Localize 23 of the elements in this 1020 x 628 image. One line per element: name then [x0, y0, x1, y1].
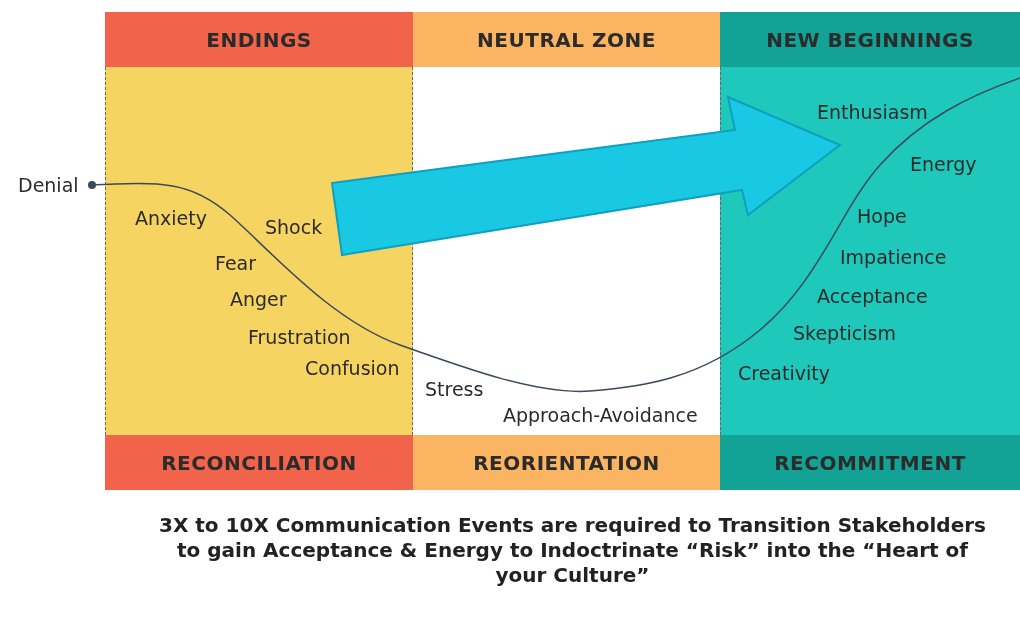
- emotion-label: Creativity: [738, 361, 830, 385]
- emotion-label: Enthusiasm: [817, 100, 928, 124]
- emotion-label: Skepticism: [793, 321, 896, 345]
- emotion-label: Fear: [215, 251, 257, 275]
- phase-footer: RECONCILIATION: [105, 435, 413, 490]
- emotion-label: Anxiety: [135, 206, 207, 230]
- emotion-label: Stress: [425, 377, 484, 401]
- emotion-label: Shock: [265, 215, 323, 239]
- emotion-label: Confusion: [305, 356, 400, 380]
- emotion-label: Energy: [910, 152, 977, 176]
- caption: 3X to 10X Communication Events are required to Transition Stakeholders to gain Acceptance & Energy to Indoctrinate “Risk” into the “Heart of your Culture”: [158, 513, 987, 588]
- emotion-label: Approach-Avoidance: [503, 403, 698, 427]
- stage-header: ENDINGS: [105, 12, 413, 67]
- phase-footer: RECOMMITMENT: [720, 435, 1020, 490]
- stage-header: NEW BEGINNINGS: [720, 12, 1020, 67]
- emotion-label: Impatience: [840, 245, 947, 269]
- phase-footer: REORIENTATION: [413, 435, 720, 490]
- emotion-label: Anger: [230, 287, 287, 311]
- emotion-label: Denial: [18, 173, 79, 197]
- emotion-label: Frustration: [248, 325, 351, 349]
- stage-header: NEUTRAL ZONE: [413, 12, 720, 67]
- emotion-label: Acceptance: [817, 284, 928, 308]
- emotion-label: Hope: [857, 204, 907, 228]
